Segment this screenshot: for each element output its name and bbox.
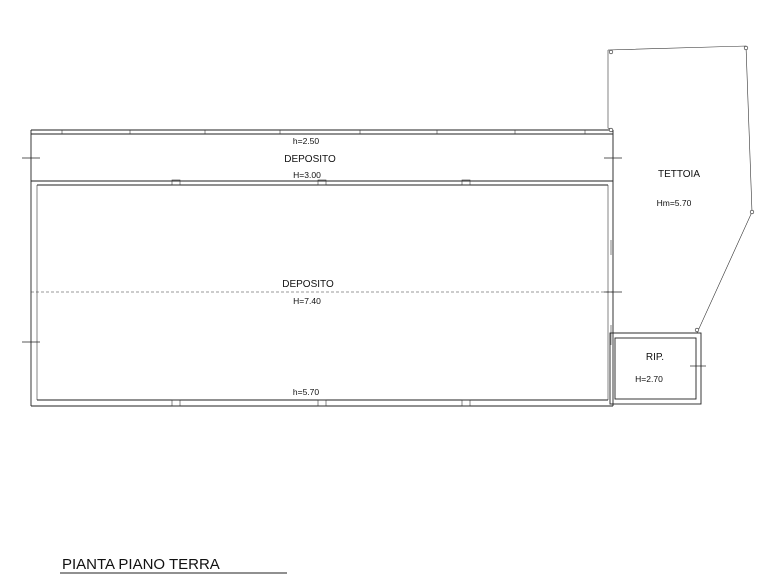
ripostiglio-height: H=2.70 xyxy=(635,374,663,384)
drawing-title: PIANTA PIANO TERRA xyxy=(62,556,220,573)
deposito-strip-height-bottom: H=3.00 xyxy=(293,170,321,180)
deposito-main-height-bottom: h=5.70 xyxy=(293,387,320,397)
main-building-walls xyxy=(30,129,614,407)
deposito-main-label: DEPOSITO xyxy=(282,279,334,290)
deposito-strip-height-top: h=2.50 xyxy=(293,136,320,146)
tettoia-height: Hm=5.70 xyxy=(657,198,692,208)
ripostiglio-label: RIP. xyxy=(646,352,664,363)
ripostiglio-walls xyxy=(609,332,702,405)
tettoia-label: TETTOIA xyxy=(658,169,700,180)
tettoia-outline xyxy=(607,45,755,334)
deposito-main-height: H=7.40 xyxy=(293,296,321,306)
axis-ticks xyxy=(22,157,706,367)
deposito-strip-label: DEPOSITO xyxy=(284,154,336,165)
